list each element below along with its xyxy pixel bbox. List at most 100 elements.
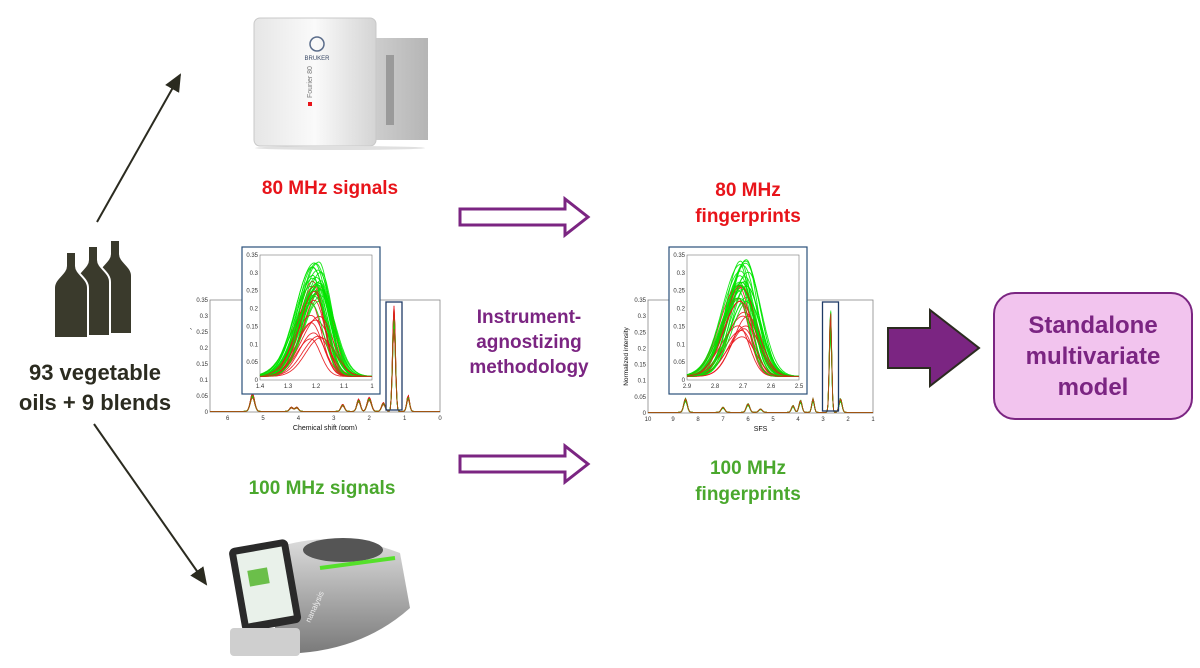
label-80mhz-signals: 80 MHz signals: [261, 178, 399, 199]
y-tick-label: 0.15: [196, 362, 208, 368]
y-tick-label: 0.35: [634, 298, 646, 304]
y-tick-label: 0: [205, 410, 209, 416]
inset-y-tick-label: 0.1: [677, 342, 686, 348]
arrow-to-100mhz: [93, 423, 208, 586]
x-tick-label: 5: [261, 416, 265, 422]
zoom-highlight-box: [385, 301, 403, 411]
inset-y-tick-label: 0.15: [673, 324, 685, 330]
label-100mhz-fingerprints: 100 MHz fingerprints: [668, 456, 828, 508]
label-100mhz-signals: 100 MHz signals: [248, 478, 396, 499]
inset-x-tick-label: 1.3: [284, 384, 293, 390]
solid-arrow-to-model: [887, 308, 981, 388]
inset-series-green-line: [260, 276, 372, 377]
x-tick-label: 3: [821, 417, 825, 423]
y-tick-label: 0.15: [634, 363, 646, 369]
inset-x-tick-label: 1: [370, 384, 374, 390]
x-tick-label: 1: [403, 416, 407, 422]
y-tick-label: 0.25: [634, 330, 646, 336]
y-tick-label: 0.1: [200, 378, 209, 384]
inset-y-tick-label: 0.2: [250, 307, 259, 313]
inset-x-tick-label: 2.7: [739, 384, 748, 390]
y-tick-label: 0.3: [200, 314, 209, 320]
inset-y-tick-label: 0: [255, 378, 259, 384]
source-label-line1: 93 vegetable: [28, 360, 162, 385]
source-label-line2: oils + 9 blends: [18, 390, 172, 415]
x-tick-label: 1: [871, 417, 875, 423]
nmr-100mhz-instrument: nanalysis: [215, 528, 415, 663]
inset-y-tick-label: 0: [682, 378, 686, 384]
inset-y-tick-label: 0.3: [677, 271, 686, 277]
x-axis-label: Chemical shift (ppm): [293, 425, 357, 430]
x-tick-label: 2: [368, 416, 372, 422]
svg-text:BRUKER: BRUKER: [304, 56, 330, 62]
oil-bottles-icon: [53, 238, 135, 339]
inset-y-tick-label: 0.1: [250, 342, 259, 348]
y-tick-label: 0.2: [200, 346, 209, 352]
x-tick-label: 7: [721, 417, 725, 423]
inset-x-tick-label: 1.1: [340, 384, 349, 390]
inset-y-tick-label: 0.35: [246, 253, 258, 259]
x-tick-label: 8: [696, 417, 700, 423]
inset-y-tick-label: 0.3: [250, 271, 259, 277]
inset-x-tick-label: 2.9: [683, 384, 692, 390]
inset-series-red-line: [260, 337, 372, 377]
arrow-to-80mhz: [96, 73, 181, 223]
x-tick-label: 10: [645, 417, 652, 423]
inset-series-red-line: [259, 290, 372, 377]
fp100-line1: 100 MHz: [709, 458, 787, 479]
hollow-arrow-100mhz: [458, 442, 591, 485]
methodology-line1: Instrument-: [476, 307, 582, 328]
methodology-label: Instrument- agnostizing methodology: [450, 305, 608, 380]
inset-y-tick-label: 0.25: [673, 289, 685, 295]
inset-y-tick-label: 0.15: [246, 324, 258, 330]
inset-series-red-line: [687, 328, 799, 377]
svg-text:Fourier 80: Fourier 80: [307, 66, 314, 98]
standalone-model-box: Standalone multivariate model: [993, 292, 1193, 420]
y-tick-label: 0.05: [634, 395, 646, 401]
y-axis-label: Normalized intensity: [623, 326, 630, 385]
x-tick-label: 5: [771, 417, 775, 423]
inset-series-green-line: [259, 261, 372, 377]
methodology-line2: agnostizing: [476, 332, 582, 353]
y-tick-label: 0.05: [196, 394, 208, 400]
x-tick-label: 2: [846, 417, 850, 423]
x-tick-label: 6: [746, 417, 750, 423]
inset-y-tick-label: 0.05: [246, 360, 258, 366]
inset-x-tick-label: 1.4: [256, 384, 265, 390]
x-axis-label: SFS: [754, 426, 768, 433]
y-tick-label: 0.3: [638, 314, 647, 320]
fp80-line2: fingerprints: [695, 206, 801, 227]
model-line3: model: [1057, 374, 1129, 401]
y-axis-label: Normalized intensity: [190, 326, 192, 385]
hollow-arrows: [458, 195, 591, 485]
y-tick-label: 0.1: [638, 379, 647, 385]
y-tick-label: 0: [643, 411, 647, 417]
x-tick-label: 4: [796, 417, 800, 423]
x-tick-label: 9: [671, 417, 675, 423]
y-tick-label: 0.25: [196, 330, 208, 336]
fp100-line2: fingerprints: [695, 484, 801, 505]
inset-x-tick-label: 2.5: [795, 384, 804, 390]
series-red-line: [210, 328, 440, 412]
inset-y-tick-label: 0.35: [673, 253, 685, 259]
x-tick-label: 0: [438, 416, 442, 422]
x-tick-label: 6: [226, 416, 230, 422]
model-line2: multivariate: [1025, 343, 1161, 370]
source-label: 93 vegetable oils + 9 blends: [0, 358, 190, 418]
methodology-line3: methodology: [469, 357, 589, 378]
y-tick-label: 0.35: [196, 298, 208, 304]
inset-x-tick-label: 2.8: [711, 384, 720, 390]
inset-series-green-line: [686, 270, 799, 377]
inset-x-tick-label: 2.6: [767, 384, 776, 390]
inset-y-tick-label: 0.25: [246, 289, 258, 295]
hollow-arrow-80mhz: [458, 195, 591, 239]
x-tick-label: 3: [332, 416, 336, 422]
inset-y-tick-label: 0.05: [673, 360, 685, 366]
fp80-line1: 80 MHz: [715, 180, 781, 201]
series-red-line: [648, 318, 873, 413]
